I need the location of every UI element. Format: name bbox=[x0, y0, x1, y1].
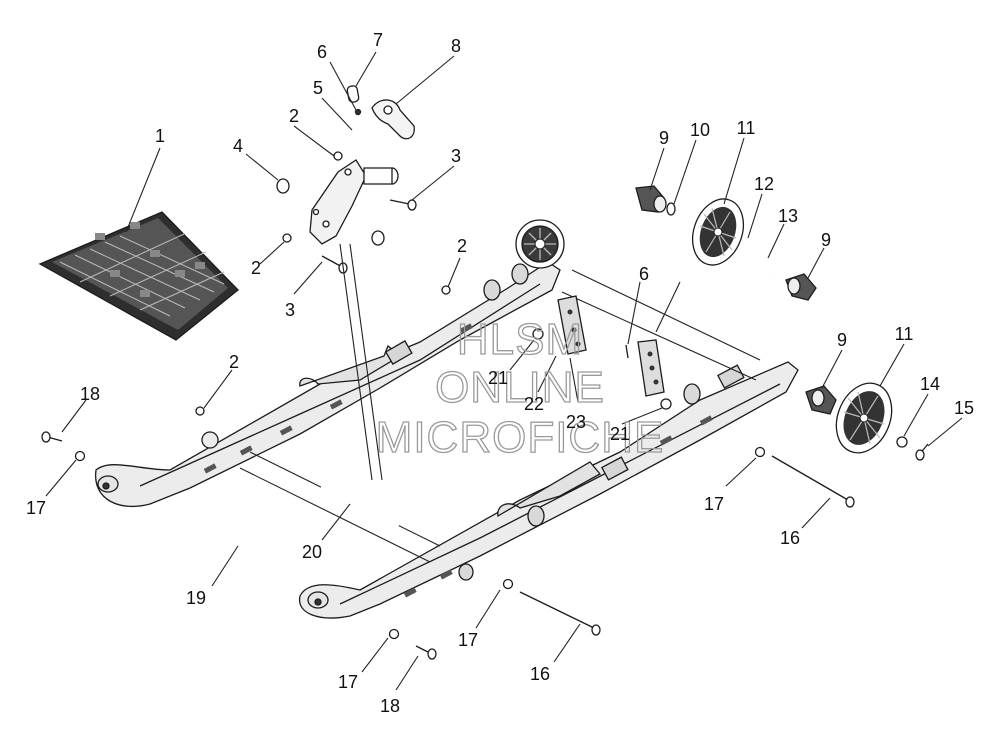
part-nut-2 bbox=[195, 151, 451, 416]
callout-2-left: 2 bbox=[229, 352, 239, 372]
callout-17-mid: 17 bbox=[458, 630, 478, 650]
callout-6-mid: 6 bbox=[639, 264, 649, 284]
callout-14: 14 bbox=[920, 374, 940, 394]
part-pivot-arm bbox=[288, 159, 399, 245]
part-rail-left bbox=[95, 261, 561, 508]
callout-8: 8 bbox=[451, 36, 461, 56]
callout-12: 12 bbox=[754, 174, 774, 194]
part-bolt-16-upper bbox=[771, 455, 855, 508]
callout-2-mid: 2 bbox=[251, 258, 261, 278]
callout-18-bottom: 18 bbox=[380, 696, 400, 716]
part-wheel-lower bbox=[835, 382, 893, 454]
callout-15: 15 bbox=[954, 398, 974, 418]
watermark-line-2: ONLINE bbox=[435, 363, 605, 412]
callout-11-lower: 11 bbox=[895, 324, 914, 344]
callout-22: 22 bbox=[524, 394, 544, 414]
callout-9-top: 9 bbox=[659, 128, 669, 148]
callout-17-bottom: 17 bbox=[338, 672, 358, 692]
callout-2-top: 2 bbox=[289, 106, 299, 126]
watermark: HLSM ONLINE MICROFICHE bbox=[375, 314, 665, 462]
part-cap-9-right bbox=[785, 273, 817, 301]
part-cap-9-lower bbox=[805, 385, 837, 415]
cross-shaft-lines bbox=[201, 243, 761, 563]
callout-21-left: 21 bbox=[488, 368, 508, 388]
callout-19: 19 bbox=[186, 588, 206, 608]
watermark-line-3: MICROFICHE bbox=[376, 413, 665, 462]
part-shaft-19 bbox=[180, 514, 282, 574]
callout-3-top: 3 bbox=[451, 146, 461, 166]
callout-21-right: 21 bbox=[610, 424, 630, 444]
part-washer-21 bbox=[532, 328, 672, 410]
part-pin-6-lower bbox=[625, 344, 629, 359]
part-pin-7 bbox=[346, 85, 360, 103]
callout-10: 10 bbox=[690, 120, 710, 140]
part-o-ring-lower bbox=[371, 230, 385, 246]
leader-lines bbox=[45, 51, 963, 691]
part-ball-6 bbox=[354, 108, 362, 116]
part-bolt-16-lower bbox=[519, 591, 601, 636]
callout-labels: 1 2 2 2 2 3 3 4 5 6 6 7 8 9 9 9 10 11 11… bbox=[26, 30, 974, 716]
callout-17-left: 17 bbox=[26, 498, 46, 518]
part-slide-block bbox=[38, 211, 239, 341]
callout-13: 13 bbox=[778, 206, 798, 226]
part-wheel-upper bbox=[691, 198, 745, 266]
part-shaft-20 bbox=[320, 484, 400, 528]
callout-9-right: 9 bbox=[821, 230, 831, 250]
callout-17-right: 17 bbox=[704, 494, 724, 514]
part-bolt-18-lower bbox=[415, 645, 437, 660]
part-bolt-3-upper bbox=[389, 199, 417, 211]
callout-20: 20 bbox=[302, 542, 322, 562]
callout-4: 4 bbox=[233, 136, 243, 156]
part-ring-10 bbox=[666, 202, 676, 216]
part-washer-14 bbox=[896, 436, 908, 448]
part-washer-17 bbox=[74, 446, 766, 640]
watermark-line-1: HLSM bbox=[457, 315, 583, 364]
callout-11-top: 11 bbox=[737, 118, 756, 138]
callout-3-bottom: 3 bbox=[285, 300, 295, 320]
callout-18-top: 18 bbox=[80, 384, 100, 404]
part-mount-bracket-23 bbox=[557, 295, 665, 397]
part-cam-8 bbox=[371, 99, 415, 140]
part-rail-right bbox=[299, 361, 799, 619]
callout-9-lower: 9 bbox=[837, 330, 847, 350]
callout-5: 5 bbox=[313, 78, 323, 98]
part-bolt-18-upper bbox=[41, 431, 63, 443]
callout-16-right: 16 bbox=[780, 528, 800, 548]
part-o-ring-4 bbox=[276, 178, 290, 194]
callout-6-top: 6 bbox=[317, 42, 327, 62]
callout-1: 1 bbox=[155, 126, 165, 146]
callout-16-bottom: 16 bbox=[530, 664, 550, 684]
callout-2-right: 2 bbox=[457, 236, 467, 256]
part-idler-wheel-left-rail bbox=[515, 219, 565, 269]
callout-23: 23 bbox=[566, 412, 586, 432]
part-bolt-15 bbox=[915, 443, 929, 461]
callout-7: 7 bbox=[373, 30, 383, 50]
part-cap-9-upper bbox=[635, 185, 667, 213]
